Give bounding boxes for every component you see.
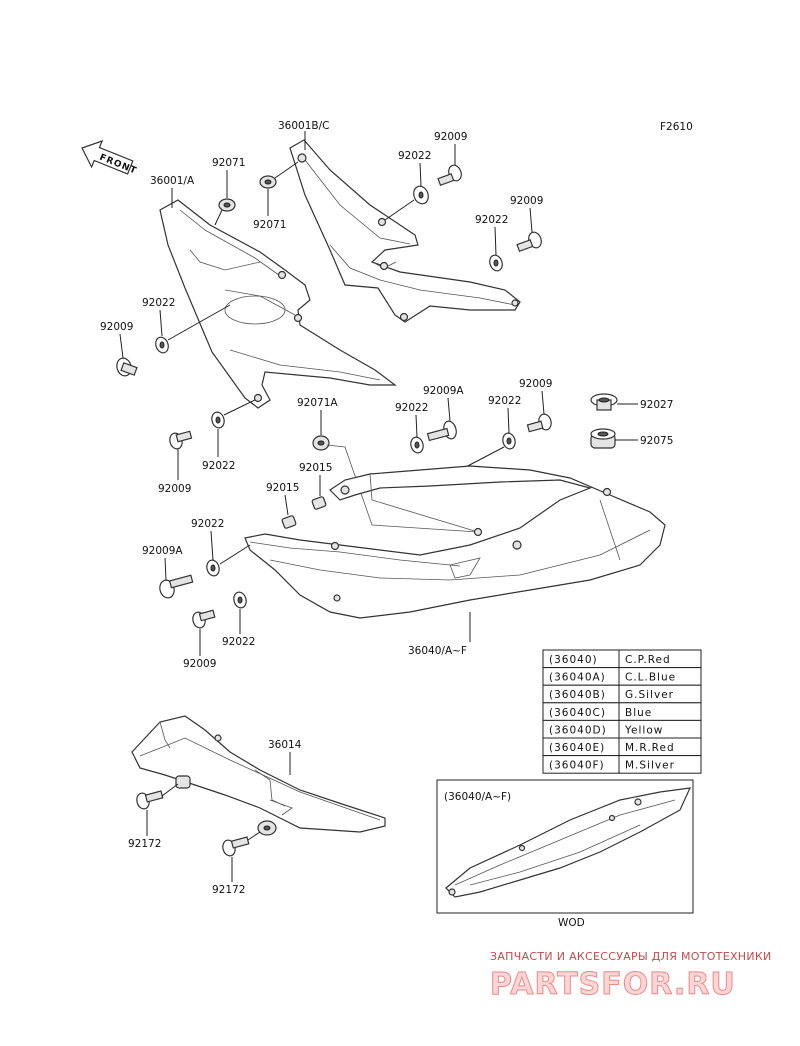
part-36001BC-label: 36001B/C: [278, 120, 329, 132]
color-table-color: G.Silver: [625, 689, 674, 701]
collar-92015-a: [311, 496, 327, 510]
color-table-color: C.P.Red: [625, 654, 671, 666]
washer-92022-top: [413, 185, 429, 205]
side-cover-upper-36001BC: [289, 139, 521, 323]
part-92071-b-label: 92071: [253, 219, 286, 231]
part-92009-left-label: 92009: [100, 321, 133, 333]
part-92009-center2-label: 92009: [519, 378, 552, 390]
color-table-code: (36040): [549, 654, 598, 666]
color-table: (36040) C.P.Red (36040A) C.L.Blue (36040B) G.…: [542, 649, 702, 774]
washer-92022-center: [410, 436, 424, 454]
figure-code: F2610: [660, 121, 693, 133]
bolt-92172-a: [136, 790, 164, 810]
variant-inset: (36040/A~F): [436, 779, 694, 914]
color-table-code: (36040C): [549, 707, 606, 719]
bolt-92009-lowerbottom: [192, 609, 216, 629]
bolt-92009-top: [437, 164, 462, 186]
color-table-color: Yellow: [624, 724, 663, 736]
bolt-92009-right: [516, 231, 542, 252]
color-table-color: M.R.Red: [625, 742, 675, 754]
washer-92022-lowerbottom: [233, 591, 247, 609]
part-92071-a-label: 92071: [212, 157, 245, 169]
part-36040-label: 36040/A~F: [408, 645, 467, 657]
color-table-color: M.Silver: [625, 760, 675, 772]
color-table-code: (36040D): [549, 724, 607, 736]
washer-92022-left: [155, 336, 169, 354]
part-92009A-lowerleft-label: 92009A: [142, 545, 183, 557]
side-cover-left-36001A: [159, 199, 397, 409]
color-table-color: Blue: [625, 707, 652, 719]
part-92009-top-label: 92009: [434, 131, 467, 143]
grommet-92071A: [312, 435, 330, 451]
grommet-92071-a: [218, 198, 236, 212]
damper-92075: [590, 428, 616, 449]
inset-title: (36040/A~F): [444, 791, 511, 803]
part-92009-right-label: 92009: [510, 195, 543, 207]
color-table-code: (36040E): [549, 742, 605, 754]
inset-caption: WOD: [558, 917, 585, 929]
collar-92015-b: [281, 515, 297, 529]
bolt-92009-left: [116, 357, 138, 377]
washer-92022-lowerleft: [206, 559, 220, 577]
tail-cover-36040: [244, 465, 666, 619]
part-92015-a-label: 92015: [299, 462, 332, 474]
color-table-color: C.L.Blue: [625, 672, 676, 684]
part-92022-top-label: 92022: [398, 150, 431, 162]
part-92015-b-label: 92015: [266, 482, 299, 494]
bolt-92009A-lowerleft: [159, 574, 194, 599]
watermark-brand: PARTSFOR.RU: [490, 967, 736, 1002]
part-92009A-center-label: 92009A: [423, 385, 464, 397]
chain-cover-36014: [131, 715, 386, 836]
part-92172-a-label: 92172: [128, 838, 161, 850]
part-36014-label: 36014: [268, 739, 302, 751]
grommet-92071-b: [259, 175, 277, 189]
part-92009-lowerbottom-label: 92009: [183, 658, 216, 670]
front-arrow-icon: FRONT: [81, 140, 138, 177]
part-92022-left-label: 92022: [142, 297, 175, 309]
part-36001A-label: 36001/A: [150, 175, 195, 187]
bolt-92009A-center: [426, 420, 457, 442]
part-92027-label: 92027: [640, 399, 673, 411]
part-92022-center-label: 92022: [395, 402, 428, 414]
bolt-92172-b: [222, 836, 250, 857]
part-92022-mid-label: 92022: [202, 460, 235, 472]
color-table-code: (36040F): [549, 760, 605, 772]
part-92075-label: 92075: [640, 435, 673, 447]
part-92022-lowerbottom-label: 92022: [222, 636, 255, 648]
part-92022-right-label: 92022: [475, 214, 508, 226]
washer-92022-right: [489, 254, 503, 272]
washer-92022-center2: [502, 432, 516, 450]
color-table-color-cell: [618, 755, 702, 774]
part-92172-b-label: 92172: [212, 884, 245, 896]
bolt-92009-center2: [526, 413, 552, 433]
color-table-code: (36040B): [549, 689, 606, 701]
watermark-tagline: ЗАПЧАСТИ И АКСЕССУАРЫ ДЛЯ МОТОТЕХНИКИ: [490, 950, 772, 963]
color-table-code: (36040A): [549, 672, 606, 684]
part-92022-center2-label: 92022: [488, 395, 521, 407]
part-92022-lowerleft-label: 92022: [191, 518, 224, 530]
washer-92022-mid: [211, 411, 225, 429]
bolt-92009-mid: [169, 430, 193, 450]
part-92071A-label: 92071A: [297, 397, 338, 409]
part-92009-mid-label: 92009: [158, 483, 191, 495]
cap-92027: [590, 393, 618, 411]
